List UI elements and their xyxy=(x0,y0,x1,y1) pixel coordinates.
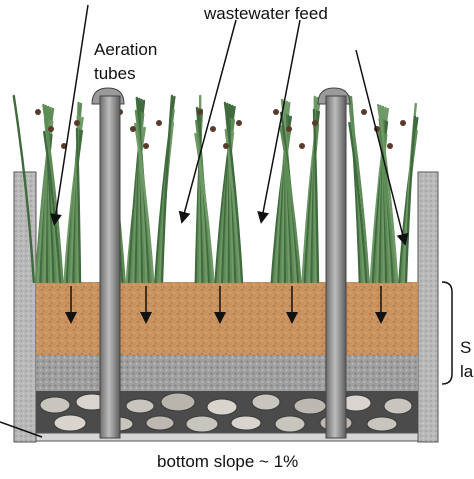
reed-seedhead xyxy=(273,109,279,115)
reed-leaf xyxy=(347,94,370,284)
reed-leaf xyxy=(194,132,215,284)
aeration-tube-left xyxy=(91,87,125,439)
feed-line-1 xyxy=(178,19,237,224)
feed-leader-lines xyxy=(49,4,409,246)
feed-line-2 xyxy=(257,19,301,224)
reed-leaf xyxy=(312,108,320,284)
reed-seedhead xyxy=(299,143,305,149)
bottom-slope-label: bottom slope ~ 1% xyxy=(157,452,299,471)
gravel-layer xyxy=(36,355,418,391)
bottom-liner xyxy=(35,432,419,442)
reed-leaf xyxy=(348,121,368,284)
reed-plants xyxy=(12,94,419,284)
reed-seedhead xyxy=(210,126,216,132)
reed-seedhead xyxy=(400,120,406,126)
reed-seedhead xyxy=(156,120,162,126)
reed-leaf xyxy=(43,130,62,284)
reed-leaf xyxy=(75,127,82,284)
layer-bracket xyxy=(441,281,453,385)
reed-seedhead xyxy=(236,120,242,126)
side-label-line2: la xyxy=(460,362,474,381)
reed-leaf xyxy=(134,122,155,284)
reed-seedhead xyxy=(387,143,393,149)
aeration-label-line1: Aeration xyxy=(94,40,158,59)
reed-seedhead xyxy=(130,126,136,132)
reed-leaf xyxy=(42,103,64,284)
substrate-layer xyxy=(36,282,418,355)
flow-arrows xyxy=(65,286,387,324)
reed-seedhead xyxy=(48,126,54,132)
side-label-line1: S xyxy=(460,338,472,357)
aeration-tube-right xyxy=(317,87,351,439)
reed-seedhead xyxy=(143,143,149,149)
reed-seedhead xyxy=(74,120,80,126)
reed-seedhead xyxy=(361,109,367,115)
right-wall xyxy=(417,171,439,443)
reed-leaf xyxy=(279,124,302,284)
reed-leaf xyxy=(223,101,244,284)
reed-leaf xyxy=(160,94,174,284)
liner-leader-line xyxy=(0,421,43,438)
feed-line-3 xyxy=(355,49,409,246)
reed-leaf xyxy=(404,115,417,284)
reed-leaf xyxy=(377,103,399,284)
reed-leaf xyxy=(12,94,35,284)
wastewater-feed-label: wastewater feed xyxy=(204,4,328,23)
reed-seedhead xyxy=(223,143,229,149)
reed-seedhead xyxy=(312,120,318,126)
reed-seedhead xyxy=(35,109,41,115)
reed-seedhead xyxy=(197,109,203,115)
aeration-label-line2: tubes xyxy=(94,64,136,83)
left-wall xyxy=(13,171,37,443)
stones xyxy=(39,392,413,433)
feed-line-4 xyxy=(49,4,89,226)
reed-seedhead xyxy=(286,126,292,132)
